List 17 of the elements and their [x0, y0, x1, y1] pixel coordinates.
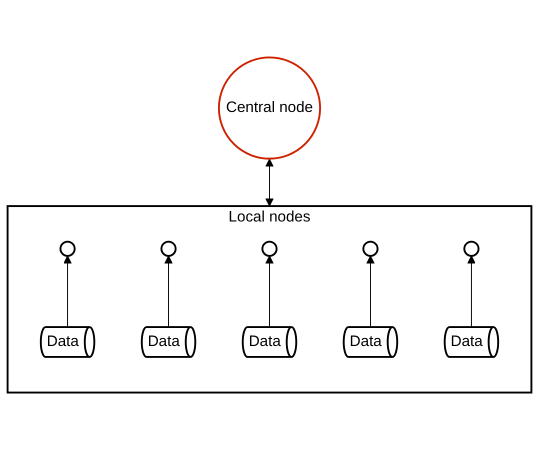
arrow [265, 256, 274, 328]
arrow [164, 256, 173, 328]
node-circle [60, 240, 76, 257]
node-text: Data [248, 333, 281, 350]
node-text: Data [148, 333, 180, 350]
node-text: Data [46, 333, 79, 350]
arrow [366, 256, 375, 328]
arrow [63, 256, 72, 328]
node-text: Data [450, 333, 483, 350]
arrow [265, 158, 274, 206]
node-text: Data [350, 333, 382, 350]
node-circle [362, 240, 379, 257]
node-circle [463, 240, 480, 257]
node-circle: Central node [218, 56, 322, 160]
node-circle [261, 240, 278, 257]
node-circle [160, 240, 177, 257]
arrow [467, 256, 476, 328]
